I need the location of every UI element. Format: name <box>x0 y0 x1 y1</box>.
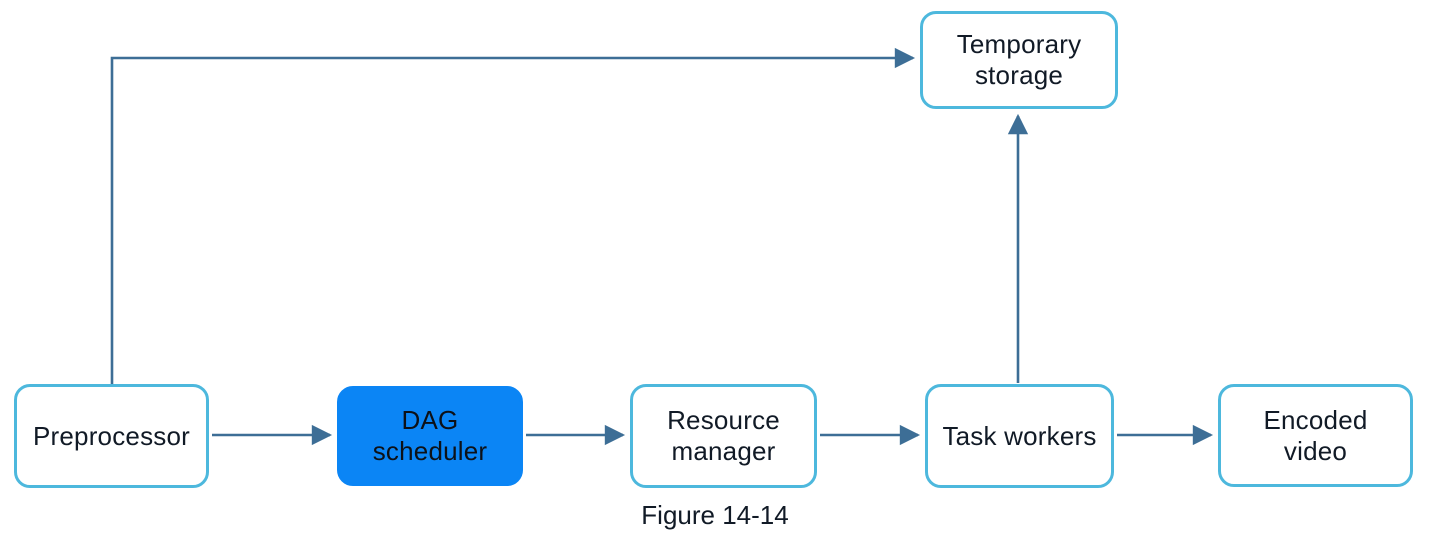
node-encoded-video-label: Encoded video <box>1263 404 1368 466</box>
node-temporary-storage[interactable]: Temporary storage <box>920 11 1118 109</box>
node-preprocessor[interactable]: Preprocessor <box>14 384 209 488</box>
node-temporary-storage-label: Temporary storage <box>956 29 1082 90</box>
node-task-workers-label: Task workers <box>942 420 1097 451</box>
node-task-workers[interactable]: Task workers <box>925 384 1114 488</box>
node-dag-scheduler-label: DAG scheduler <box>372 405 488 466</box>
edge-preprocessor-to-temporary-storage <box>110 47 916 384</box>
figure-caption: Figure 14-14 <box>641 500 789 530</box>
node-resource-manager-label: Resource manager <box>667 405 780 466</box>
node-preprocessor-label: Preprocessor <box>32 420 191 451</box>
node-dag-scheduler[interactable]: DAG scheduler <box>337 386 523 486</box>
node-resource-manager[interactable]: Resource manager <box>630 384 817 488</box>
node-encoded-video[interactable]: Encoded video <box>1218 384 1413 487</box>
